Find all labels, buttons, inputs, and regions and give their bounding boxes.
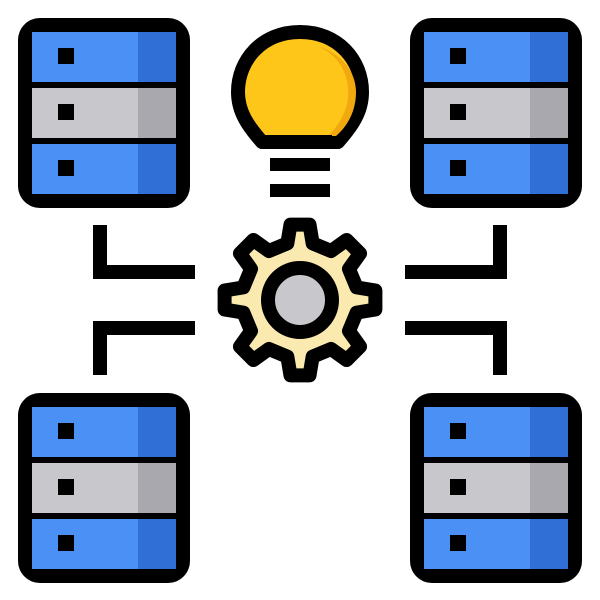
database-server-icon xyxy=(18,393,190,583)
database-server-icon xyxy=(410,18,582,208)
connector-top-left xyxy=(93,225,195,279)
database-server-icon xyxy=(18,18,190,208)
connector-lines xyxy=(93,225,507,375)
gear-icon xyxy=(217,217,383,383)
connector-top-right xyxy=(405,225,507,279)
database-server-icon xyxy=(410,393,582,583)
lightbulb-icon xyxy=(231,25,369,197)
connector-bottom-right xyxy=(405,321,507,375)
gear-hub xyxy=(261,261,339,339)
bulb-base-line xyxy=(270,158,330,171)
connector-bottom-left xyxy=(93,321,195,375)
bulb-base-line xyxy=(270,184,330,197)
